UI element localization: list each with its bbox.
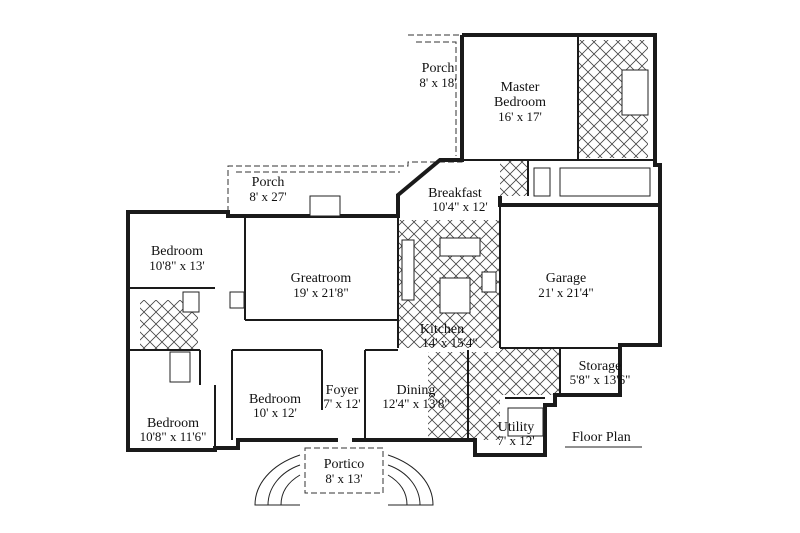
room-name: Bedroom — [249, 392, 301, 407]
room-breakfast: Breakfast 10'4" x 12' — [428, 186, 488, 214]
portico-stairs — [254, 454, 434, 506]
room-utility: Utility 7' x 12' — [497, 420, 534, 448]
room-dimensions: 10' x 12' — [253, 405, 297, 420]
room-name: Breakfast — [428, 186, 482, 201]
room-master-bedroom: Master Bedroom 16' x 17' — [494, 80, 546, 124]
room-dimensions: 8' x 18' — [419, 75, 456, 90]
plan-title: Floor Plan — [572, 430, 631, 445]
room-dimensions: 8' x 27' — [249, 189, 286, 204]
room-dimensions: 12'4" x 13'8" — [382, 396, 449, 411]
room-bedroom-1: Bedroom 10'8" x 13' — [149, 244, 205, 273]
room-dining: Dining 12'4" x 13'8" — [382, 383, 449, 411]
room-dimensions: 10'4" x 12' — [432, 199, 488, 214]
room-name: Storage — [579, 359, 622, 374]
room-dimensions: 7' x 12' — [497, 433, 534, 448]
room-greatroom: Greatroom 19' x 21'8" — [291, 271, 352, 300]
room-dimensions: 10'8" x 13' — [149, 258, 205, 273]
room-name: Greatroom — [291, 271, 352, 286]
room-dimensions: 14' x 15'4" — [422, 335, 478, 350]
fixtures — [169, 69, 651, 437]
room-name: Kitchen — [420, 322, 464, 337]
room-dimensions: 19' x 21'8" — [293, 285, 349, 300]
room-kitchen: Kitchen 14' x 15'4" — [420, 322, 478, 350]
room-dimensions: 16' x 17' — [498, 109, 542, 124]
room-storage: Storage 5'8" x 13'6" — [570, 359, 631, 387]
room-porch-top: Porch 8' x 18' — [419, 61, 456, 90]
room-bedroom-2: Bedroom 10' x 12' — [249, 392, 301, 420]
room-name: Dining — [397, 383, 436, 398]
room-name: Foyer — [326, 383, 359, 398]
room-name: Porch — [252, 175, 285, 190]
room-name: Porch — [422, 61, 455, 76]
floor-plan-title: Floor Plan — [565, 430, 642, 448]
room-name: Bedroom — [151, 244, 203, 259]
room-foyer: Foyer 7' x 12' — [323, 383, 360, 411]
room-dimensions: 8' x 13' — [325, 471, 362, 486]
room-name: Garage — [546, 271, 586, 286]
room-dimensions: 21' x 21'4" — [538, 285, 594, 300]
room-name-line2: Bedroom — [494, 95, 546, 110]
room-dimensions: 5'8" x 13'6" — [570, 372, 631, 387]
room-name: Portico — [324, 457, 364, 472]
room-name: Bedroom — [147, 416, 199, 431]
room-garage: Garage 21' x 21'4" — [538, 271, 594, 300]
room-labels: Porch 8' x 18' Master Bedroom 16' x 17' … — [140, 61, 631, 486]
room-dimensions: 10'8" x 11'6" — [140, 429, 207, 444]
room-dimensions: 7' x 12' — [323, 396, 360, 411]
room-bedroom-3: Bedroom 10'8" x 11'6" — [140, 416, 207, 444]
interior-walls — [128, 35, 655, 450]
room-porch-left: Porch 8' x 27' — [249, 175, 286, 204]
room-name: Utility — [498, 420, 535, 435]
room-portico: Portico 8' x 13' — [324, 457, 364, 486]
room-name: Master — [501, 80, 540, 95]
